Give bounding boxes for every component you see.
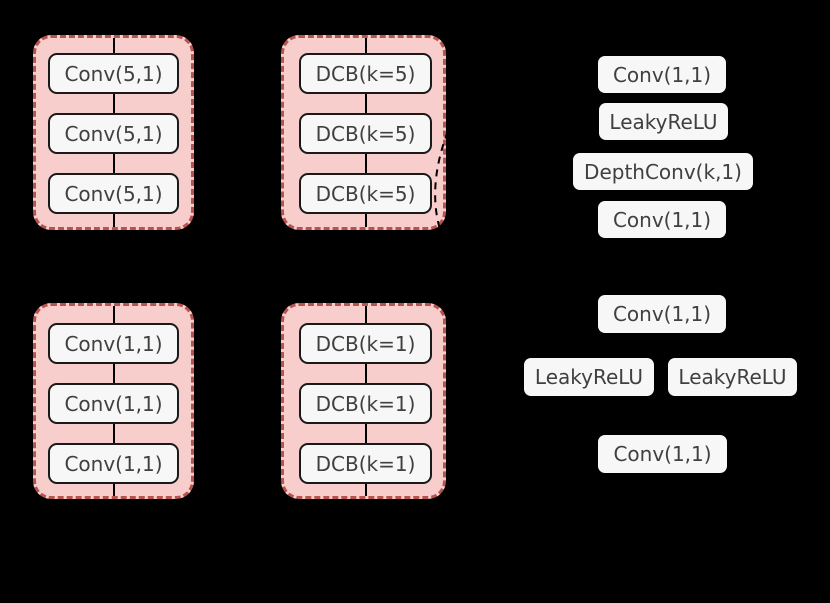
node-label: LeakyReLU [534, 365, 644, 389]
node-detail-leakyrelu: LeakyReLU [599, 103, 728, 140]
node-label: Conv(1,1) [612, 207, 712, 232]
node-label: DCB(k=5) [315, 121, 416, 146]
node-label: Conv(1,1) [613, 442, 712, 466]
node-label: Conv(1,1) [612, 62, 712, 87]
node-conv1-3: Conv(1,1) [48, 443, 179, 484]
node-detail-conv11-bottom: Conv(1,1) [598, 201, 726, 238]
node-label: Conv(1,1) [64, 331, 163, 356]
node-label: Conv(5,1) [64, 181, 163, 206]
node-detail2-leakyrelu-left: LeakyReLU [524, 358, 654, 396]
container-dcb1-stack: DCB(k=1) DCB(k=1) DCB(k=1) [281, 303, 446, 499]
node-dcb1-1: DCB(k=1) [299, 323, 432, 364]
node-detail2-conv11-top: Conv(1,1) [598, 295, 726, 333]
node-detail-conv11-top: Conv(1,1) [598, 56, 726, 93]
container-conv1-stack: Conv(1,1) Conv(1,1) Conv(1,1) [33, 303, 194, 499]
container-conv5-stack: Conv(5,1) Conv(5,1) Conv(5,1) [33, 35, 194, 230]
node-label: Conv(1,1) [64, 451, 163, 476]
node-conv1-1: Conv(1,1) [48, 323, 179, 364]
node-label: DepthConv(k,1) [584, 159, 742, 184]
node-detail2-conv11-bottom: Conv(1,1) [598, 435, 727, 473]
node-label: DCB(k=5) [315, 61, 416, 86]
node-dcb5-3: DCB(k=5) [299, 173, 432, 214]
node-dcb1-3: DCB(k=1) [299, 443, 432, 484]
node-label: LeakyReLU [609, 109, 718, 134]
node-dcb1-2: DCB(k=1) [299, 383, 432, 424]
node-dcb5-1: DCB(k=5) [299, 53, 432, 94]
node-conv5-2: Conv(5,1) [48, 113, 179, 154]
container-dcb5-stack: DCB(k=5) DCB(k=5) DCB(k=5) [281, 35, 446, 230]
node-label: DCB(k=1) [315, 451, 416, 476]
node-detail2-leakyrelu-right: LeakyReLU [668, 358, 797, 396]
node-label: DCB(k=1) [315, 391, 416, 416]
node-label: Conv(5,1) [64, 121, 163, 146]
node-conv1-2: Conv(1,1) [48, 383, 179, 424]
node-detail-depthconv: DepthConv(k,1) [573, 153, 753, 190]
node-conv5-1: Conv(5,1) [48, 53, 179, 94]
node-label: Conv(1,1) [612, 302, 712, 326]
node-dcb5-2: DCB(k=5) [299, 113, 432, 154]
node-label: DCB(k=1) [315, 331, 416, 356]
node-label: Conv(5,1) [64, 61, 163, 86]
node-label: Conv(1,1) [64, 391, 163, 416]
node-conv5-3: Conv(5,1) [48, 173, 179, 214]
node-label: DCB(k=5) [315, 181, 416, 206]
node-label: LeakyReLU [678, 365, 787, 389]
